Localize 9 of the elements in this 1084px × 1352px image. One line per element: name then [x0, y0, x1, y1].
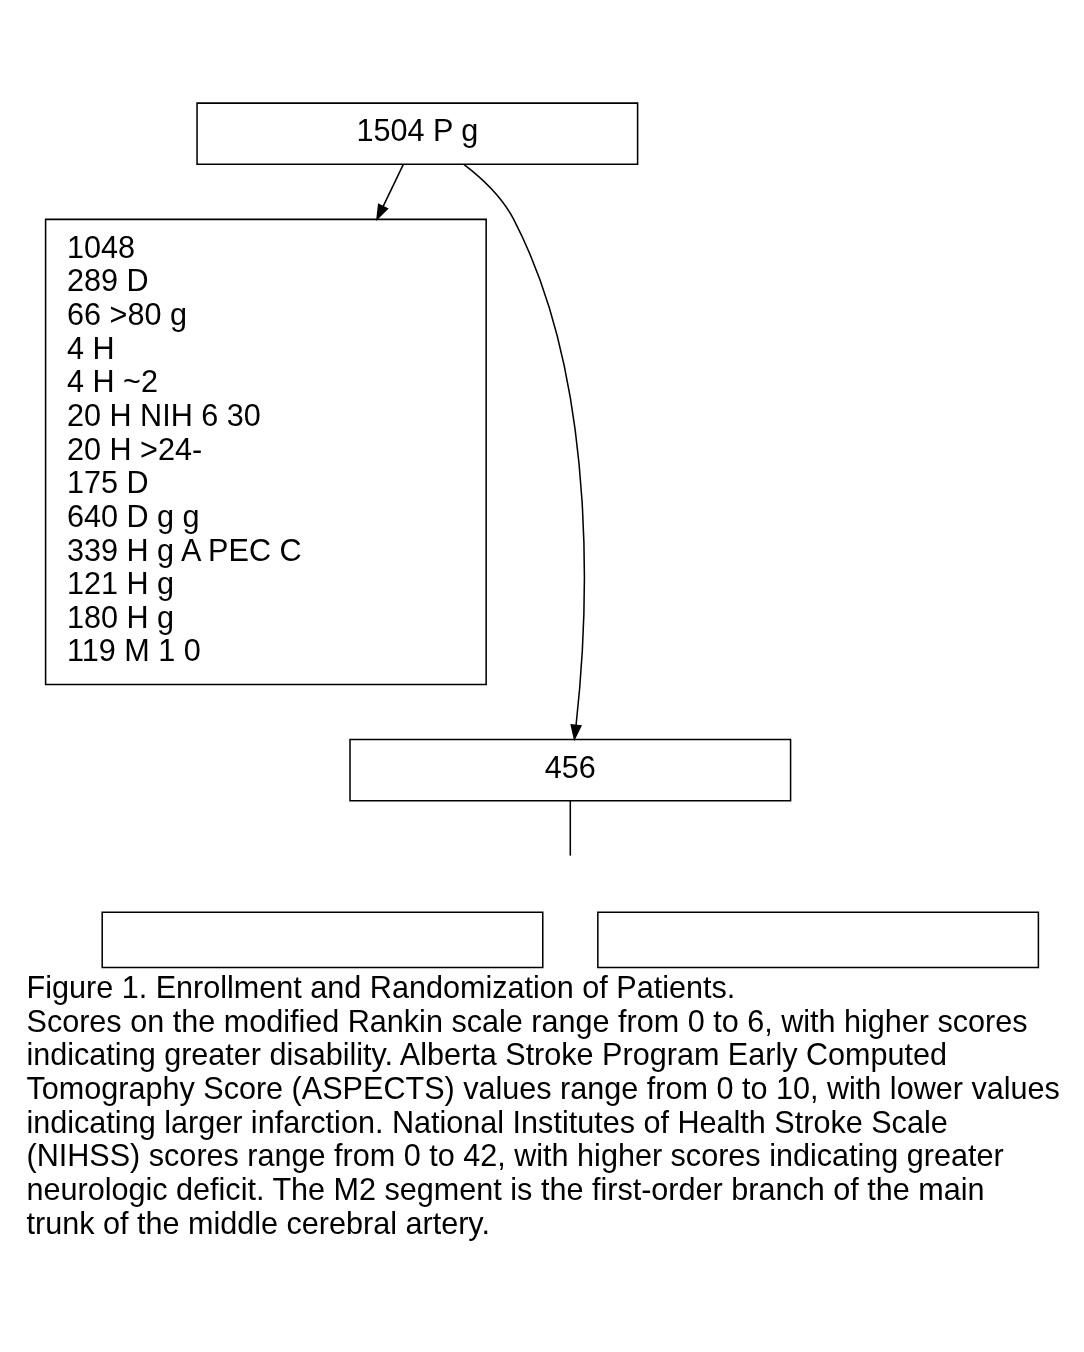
node-box: 1048 289 D 66 >80 g 4 H 4 H ~2 20 H NIH 6 30 20 H >24- 175 D 640 D g g 339 H g A PEC C 121 H g 180 H g 119 M 1 0 — [44, 218, 487, 686]
node-box: 456 — [349, 738, 792, 802]
arrow — [463, 163, 585, 742]
connector — [569, 800, 572, 857]
diagram-title: Figure 1. Enrollment and Randomization of Patients. — [26, 970, 736, 1005]
node-box — [597, 911, 1040, 969]
arrow — [376, 163, 405, 222]
node-box: 1504 P g — [196, 102, 639, 166]
node-box — [101, 911, 544, 969]
